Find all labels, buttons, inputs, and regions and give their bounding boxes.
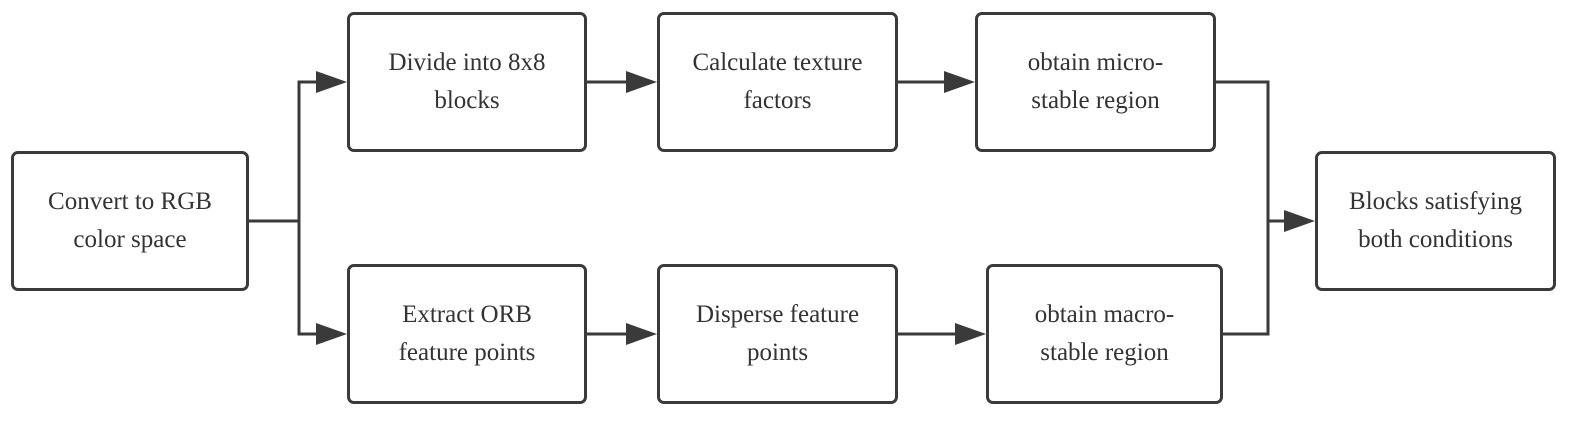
arrowhead-to-orb <box>316 323 347 345</box>
node-macro-stable-line1: obtain macro- <box>1034 301 1175 328</box>
node-divide-blocks-line2: blocks <box>434 87 500 114</box>
node-texture-factors: Calculate texture factors <box>657 12 898 152</box>
node-micro-stable-line1: obtain micro- <box>1027 49 1164 76</box>
node-texture-factors-line2: factors <box>743 87 812 114</box>
node-macro-stable: obtain macro- stable region <box>986 264 1223 404</box>
arrowhead-to-texture <box>626 71 657 93</box>
connector-macro-to-merge <box>1223 221 1270 336</box>
arrowhead-to-blocks <box>1284 210 1315 232</box>
node-blocks-both-conditions-line2: both conditions <box>1358 226 1513 253</box>
arrowhead-to-disperse <box>626 323 657 345</box>
node-convert-rgb-line2: color space <box>73 226 187 253</box>
node-divide-blocks: Divide into 8x8 blocks <box>347 12 587 152</box>
arrowhead-to-macro <box>955 323 986 345</box>
node-disperse-points-line2: points <box>746 339 809 366</box>
arrowhead-to-micro <box>944 71 975 93</box>
node-blocks-both-conditions: Blocks satisfying both conditions <box>1315 151 1556 291</box>
arrowhead-to-divide <box>316 71 347 93</box>
connector-micro-to-merge <box>1216 80 1286 223</box>
node-micro-stable-line2: stable region <box>1031 87 1160 114</box>
connector-split-to-orb <box>297 221 318 336</box>
node-extract-orb-line1: Extract ORB <box>402 301 532 328</box>
connector-convert-to-split <box>249 80 318 223</box>
node-extract-orb: Extract ORB feature points <box>347 264 587 404</box>
node-disperse-points-line1: Disperse feature <box>695 301 860 328</box>
node-macro-stable-line2: stable region <box>1040 339 1169 366</box>
node-convert-rgb-line1: Convert to RGB <box>48 188 212 215</box>
node-disperse-points: Disperse feature points <box>657 264 898 404</box>
node-convert-rgb: Convert to RGB color space <box>11 151 249 291</box>
node-blocks-both-conditions-line1: Blocks satisfying <box>1349 188 1522 215</box>
node-divide-blocks-line1: Divide into 8x8 <box>388 49 546 76</box>
node-extract-orb-line2: feature points <box>398 339 536 366</box>
node-micro-stable: obtain micro- stable region <box>975 12 1216 152</box>
node-texture-factors-line1: Calculate texture <box>692 49 863 76</box>
